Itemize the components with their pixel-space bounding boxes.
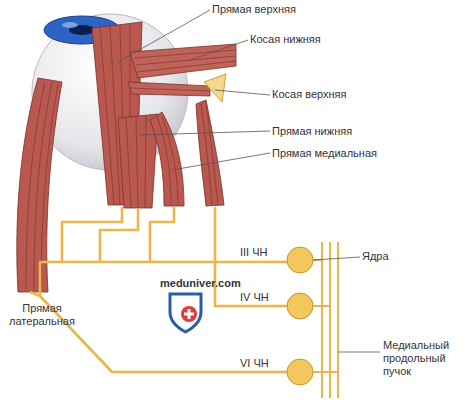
mlf-group [313,242,338,398]
leader-line [118,10,210,62]
muscle-fibers [130,88,210,91]
logo-cross [184,309,194,319]
nucleus [287,359,313,385]
inferior-oblique-muscle [130,44,236,78]
muscle-fibers [134,50,236,72]
lateral-rectus-muscle [17,78,62,292]
superior-oblique-tendon [128,82,210,96]
inferior-rectus-muscle [118,114,158,208]
medial-rectus-muscle [150,112,184,206]
muscle-fibers [201,102,218,205]
nucleus-label: Ядра [362,250,422,263]
muscle-label: Прямая верхняя [212,3,322,16]
nucleus [287,293,313,319]
leader-line [190,40,248,60]
leader-line [215,90,270,95]
mlf-connection [313,260,338,372]
nerve-label: VI ЧН [240,357,285,370]
logo-shield [170,294,201,332]
mlf-fibers [322,242,338,398]
cornea-highlight [62,22,78,28]
logo-circle [181,306,197,322]
nerve-branch [30,292,40,296]
superior-oblique-muscle [196,100,224,206]
muscle-label: Прямая латеральная [6,302,78,328]
leader-line [338,352,380,353]
muscle-fibers [126,116,146,208]
nerve-label: IV ЧН [240,291,285,304]
trochlear-nerve [215,207,287,306]
oculomotor-nerve [40,262,287,296]
leader-line [172,153,270,170]
structure-label: Медиальный продольный пучок [383,339,463,378]
abducens-nerve [40,296,287,372]
leader-group [118,10,380,352]
nerve-branch [150,207,174,262]
nerve-label: III ЧН [240,246,285,259]
leader-line [140,131,270,135]
muscle-label: Косая нижняя [250,33,350,46]
leader-line [313,257,360,260]
muscle-fibers [26,82,58,290]
nucleus [287,247,313,273]
nerve-branch [100,209,138,262]
muscle-label: Прямая медиальная [272,147,392,160]
nerve-group [30,207,287,372]
muscle-fibers [157,116,178,206]
nerve-branch [62,207,122,262]
muscle-label: Прямая нижняя [272,125,372,138]
watermark: meduniver.com [160,277,260,290]
muscle-label: Косая верхняя [272,88,372,101]
trochlea [204,74,226,102]
